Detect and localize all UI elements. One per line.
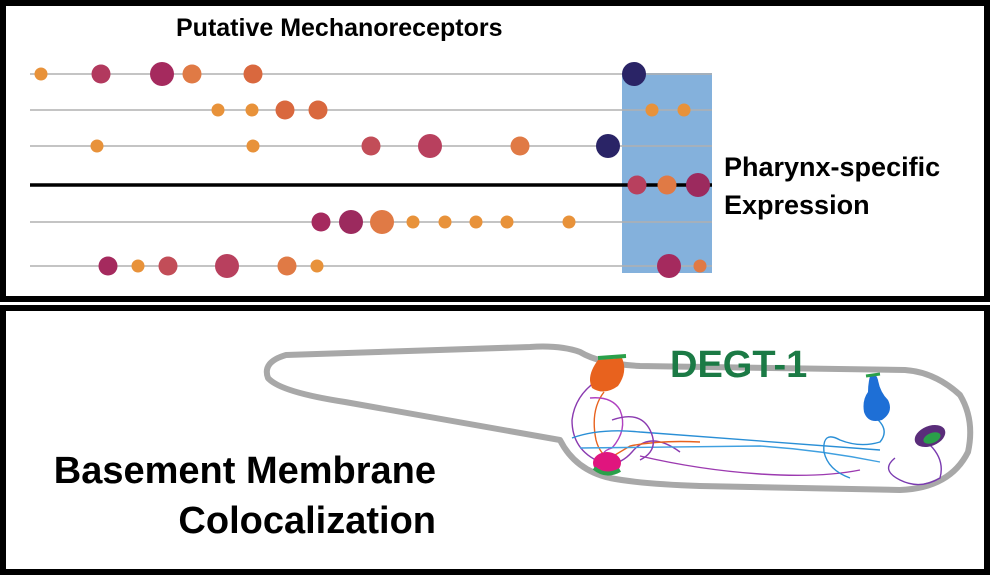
neuron-processes <box>571 379 942 486</box>
track-6-dot-5 <box>277 256 297 276</box>
track-5-dot-4 <box>406 215 420 229</box>
track-3-dot-4 <box>418 134 442 158</box>
track-2-dot-2 <box>245 103 259 117</box>
track-2-dot-4 <box>308 100 328 120</box>
neurite-purple-posterior <box>887 444 942 486</box>
track-5-dot-7 <box>500 215 514 229</box>
caption-line2: Colocalization <box>178 500 436 542</box>
track-1-dot-6 <box>622 62 646 86</box>
top-panel-frame <box>0 0 990 302</box>
track-6-dot-8 <box>693 259 707 273</box>
membrane-marker <box>592 466 621 476</box>
neurite-blue-1 <box>571 430 881 451</box>
degt-1-label: DEGT-1 <box>670 344 808 386</box>
track-6-dot-1 <box>98 256 118 276</box>
track-1-dot-4 <box>182 64 202 84</box>
track-3-dot-1 <box>90 139 104 153</box>
cell-anterior-top <box>590 354 627 392</box>
track-1-dot-2 <box>91 64 111 84</box>
track-3-dot-2 <box>246 139 260 153</box>
track-4-dot-3 <box>686 173 710 197</box>
track-1-dot-5 <box>243 64 263 84</box>
track-1-dot-1 <box>34 67 48 81</box>
track-3-dot-5 <box>510 136 530 156</box>
pharynx-label-line2: Expression <box>724 190 870 220</box>
track-2-dot-6 <box>677 103 691 117</box>
track-6-dot-7 <box>657 254 681 278</box>
membrane-marker <box>597 354 627 360</box>
track-6-dot-4 <box>215 254 239 278</box>
top-panel-title: Putative Mechanoreceptors <box>176 14 503 42</box>
cell-posterior-oval <box>914 424 946 448</box>
basement-membrane-caption: Basement Membrane Colocalization <box>54 446 436 546</box>
track-5-dot-8 <box>562 215 576 229</box>
neurite-blue-2 <box>579 445 881 463</box>
track-4-dot-1 <box>627 175 647 195</box>
track-5-dot-5 <box>438 215 452 229</box>
track-2-dot-1 <box>211 103 225 117</box>
track-6-dot-3 <box>158 256 178 276</box>
track-2-dot-5 <box>645 103 659 117</box>
track-5-dot-1 <box>311 212 331 232</box>
track-3-dot-6 <box>596 134 620 158</box>
track-5-dot-2 <box>339 210 363 234</box>
track-6-dot-6 <box>310 259 324 273</box>
neurite-purple-loop <box>611 416 654 461</box>
membrane-marker <box>865 372 881 378</box>
bottom-panel-frame <box>0 305 990 575</box>
track-4-dot-2 <box>657 175 677 195</box>
track-3-dot-3 <box>361 136 381 156</box>
pharynx-expression-label: Pharynx-specific Expression <box>724 148 940 224</box>
track-1-dot-3 <box>150 62 174 86</box>
track-2-dot-3 <box>275 100 295 120</box>
expression-tracks <box>30 62 712 278</box>
track-6-dot-2 <box>131 259 145 273</box>
cell-posterior-bulb <box>863 372 890 421</box>
neurite-purple-3 <box>639 455 861 477</box>
neurite-purple-1 <box>571 379 681 465</box>
track-5-dot-6 <box>469 215 483 229</box>
caption-line1: Basement Membrane <box>53 450 436 492</box>
track-5-dot-3 <box>370 210 394 234</box>
pharynx-highlight-box <box>622 73 712 273</box>
neurite-blue-bulb <box>823 417 885 479</box>
cell-anterior-bottom <box>592 452 621 476</box>
pharynx-label-line1: Pharynx-specific <box>724 152 941 182</box>
